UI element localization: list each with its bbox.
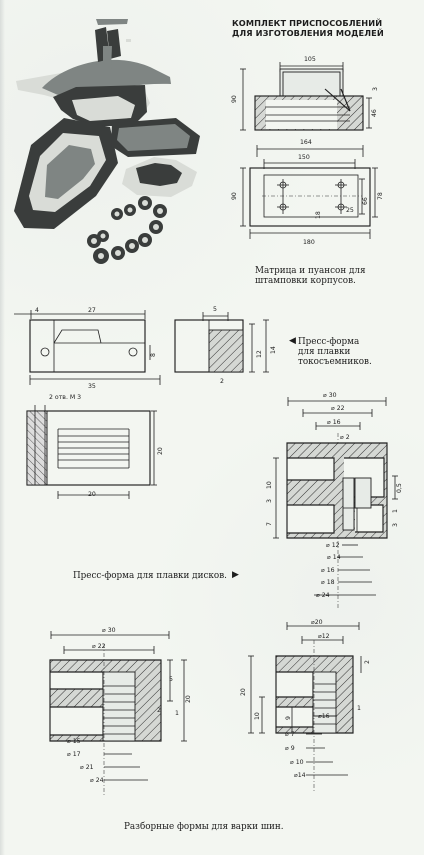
- split-right-v2: 2: [364, 660, 371, 664]
- split-right-d14: ⌀14: [294, 772, 306, 779]
- disc-vert-7: 7: [266, 522, 273, 526]
- left-arrow-icon: ◀: [289, 336, 296, 346]
- split-d21: ⌀ 21: [80, 764, 94, 771]
- dim-90-bottom: 90: [231, 192, 238, 200]
- disc-width-20: 20: [88, 491, 96, 498]
- split-right-d9: ⌀ 9: [285, 745, 295, 752]
- split-form-left-drawing: ⌀ 30 ⌀ 22 5 20 2 1 ⌀ 15: [49, 627, 192, 796]
- dim-12: 12: [256, 350, 263, 358]
- dim-4: 4: [35, 307, 39, 314]
- dim-35: 35: [88, 383, 96, 390]
- split-right-d10: ⌀ 10: [290, 759, 304, 766]
- split-v20: 20: [185, 695, 192, 703]
- disc-vert-3: 3: [266, 499, 273, 503]
- disc-mold-caption: Пресс-форма для плавки дисков.: [73, 571, 227, 581]
- split-right-d20: ⌀20: [311, 619, 323, 626]
- split-v2: 2: [157, 707, 161, 714]
- dim-164: 164: [300, 139, 312, 146]
- split-d24: ⌀ 24: [90, 777, 104, 784]
- disc-mold-section-drawing: ⌀ 30 ⌀ 22 ⌀ 16 ⌀ 2: [266, 392, 403, 610]
- current-collector-drawing: 4 27 35 8 5 12: [14, 306, 277, 390]
- disc-05: 0,5: [396, 483, 403, 493]
- split-right-d12: ⌀12: [318, 633, 330, 640]
- current-caption-line-2: для плавки: [298, 347, 351, 357]
- dim-25: 25: [346, 207, 354, 214]
- dim-105: 105: [304, 56, 316, 63]
- disc-d16: ⌀ 16: [327, 419, 341, 426]
- dim-180: 180: [303, 239, 315, 246]
- disc-d12: ⌀ 12: [326, 542, 340, 549]
- right-arrow-icon: ▶: [232, 570, 239, 580]
- split-right-v10: 10: [254, 712, 261, 720]
- matrix-caption-line-2: штамповки корпусов.: [255, 276, 356, 286]
- matrix-caption: Матрица и пуансон для штамповки корпусов…: [255, 266, 405, 286]
- dim-27: 27: [88, 307, 96, 314]
- split-d17: ⌀ 17: [67, 751, 81, 758]
- disc-d16b: ⌀ 16: [321, 567, 335, 574]
- dim-18: 18: [315, 211, 322, 219]
- matrix-caption-line-1: Матрица и пуансон для: [255, 266, 366, 276]
- disc-1: 1: [392, 509, 399, 513]
- dim-46: 46: [371, 109, 378, 117]
- split-right-d7: ⌀ 7: [285, 731, 295, 738]
- dim-3-top: 3: [372, 87, 379, 91]
- title-line-2: ДЛЯ ИЗГОТОВЛЕНИЯ МОДЕЛЕЙ: [232, 28, 384, 38]
- title-line-1: КОМПЛЕКТ ПРИСПОСОБЛЕНИЙ: [232, 18, 383, 28]
- split-form-right-drawing: ⌀20 ⌀12 2 20 10 9 1: [240, 619, 371, 793]
- split-d22: ⌀ 22: [92, 643, 106, 650]
- disc-d18: ⌀ 18: [321, 579, 335, 586]
- dim-5: 5: [213, 306, 217, 313]
- split-right-v9: 9: [285, 716, 292, 720]
- split-v1: 1: [175, 710, 179, 717]
- disc-height-20: 20: [157, 447, 164, 455]
- dim-66: 66: [362, 197, 369, 205]
- punch-drawing: 105 90 46 3: [231, 56, 379, 131]
- split-forms-caption: Разборные формы для варки шин.: [124, 822, 284, 832]
- split-right-d16: ⌀16: [318, 713, 330, 720]
- split-d30: ⌀ 30: [102, 627, 116, 634]
- disc-d24: ⌀ 24: [316, 592, 330, 599]
- disc-d22: ⌀ 22: [331, 405, 345, 412]
- split-right-v1: 1: [357, 705, 361, 712]
- matrix-drawing: 164 150 90 78: [231, 139, 384, 246]
- dim-2-middle: 2: [220, 378, 224, 385]
- page-title: КОМПЛЕКТ ПРИСПОСОБЛЕНИЙ ДЛЯ ИЗГОТОВЛЕНИЯ…: [232, 18, 402, 38]
- split-v5: 5: [169, 676, 173, 683]
- disc-mold-side-drawing: 2 отв. М 3 20 20: [26, 394, 164, 499]
- split-right-v20: 20: [240, 688, 247, 696]
- disc-d30: ⌀ 30: [323, 392, 337, 399]
- disc-d2: ⌀ 2: [340, 434, 350, 441]
- disc-3: 3: [392, 523, 399, 527]
- dim-14: 14: [270, 346, 277, 354]
- current-caption-line-3: токосъемников.: [298, 357, 372, 367]
- split-d15: ⌀ 15: [67, 738, 81, 745]
- current-collector-caption: Пресс-форма для плавки токосъемников.: [298, 337, 403, 367]
- page-edge-shadow: [0, 0, 5, 855]
- disc-vert-10: 10: [266, 481, 273, 489]
- holes-note: 2 отв. М 3: [49, 394, 81, 401]
- current-caption-line-1: Пресс-форма: [298, 337, 360, 347]
- dim-90-top: 90: [231, 95, 238, 103]
- dim-8: 8: [150, 353, 157, 357]
- tools-photo: [14, 19, 200, 264]
- dim-78: 78: [377, 192, 384, 200]
- disc-d14: ⌀ 14: [327, 554, 341, 561]
- dim-150: 150: [298, 154, 310, 161]
